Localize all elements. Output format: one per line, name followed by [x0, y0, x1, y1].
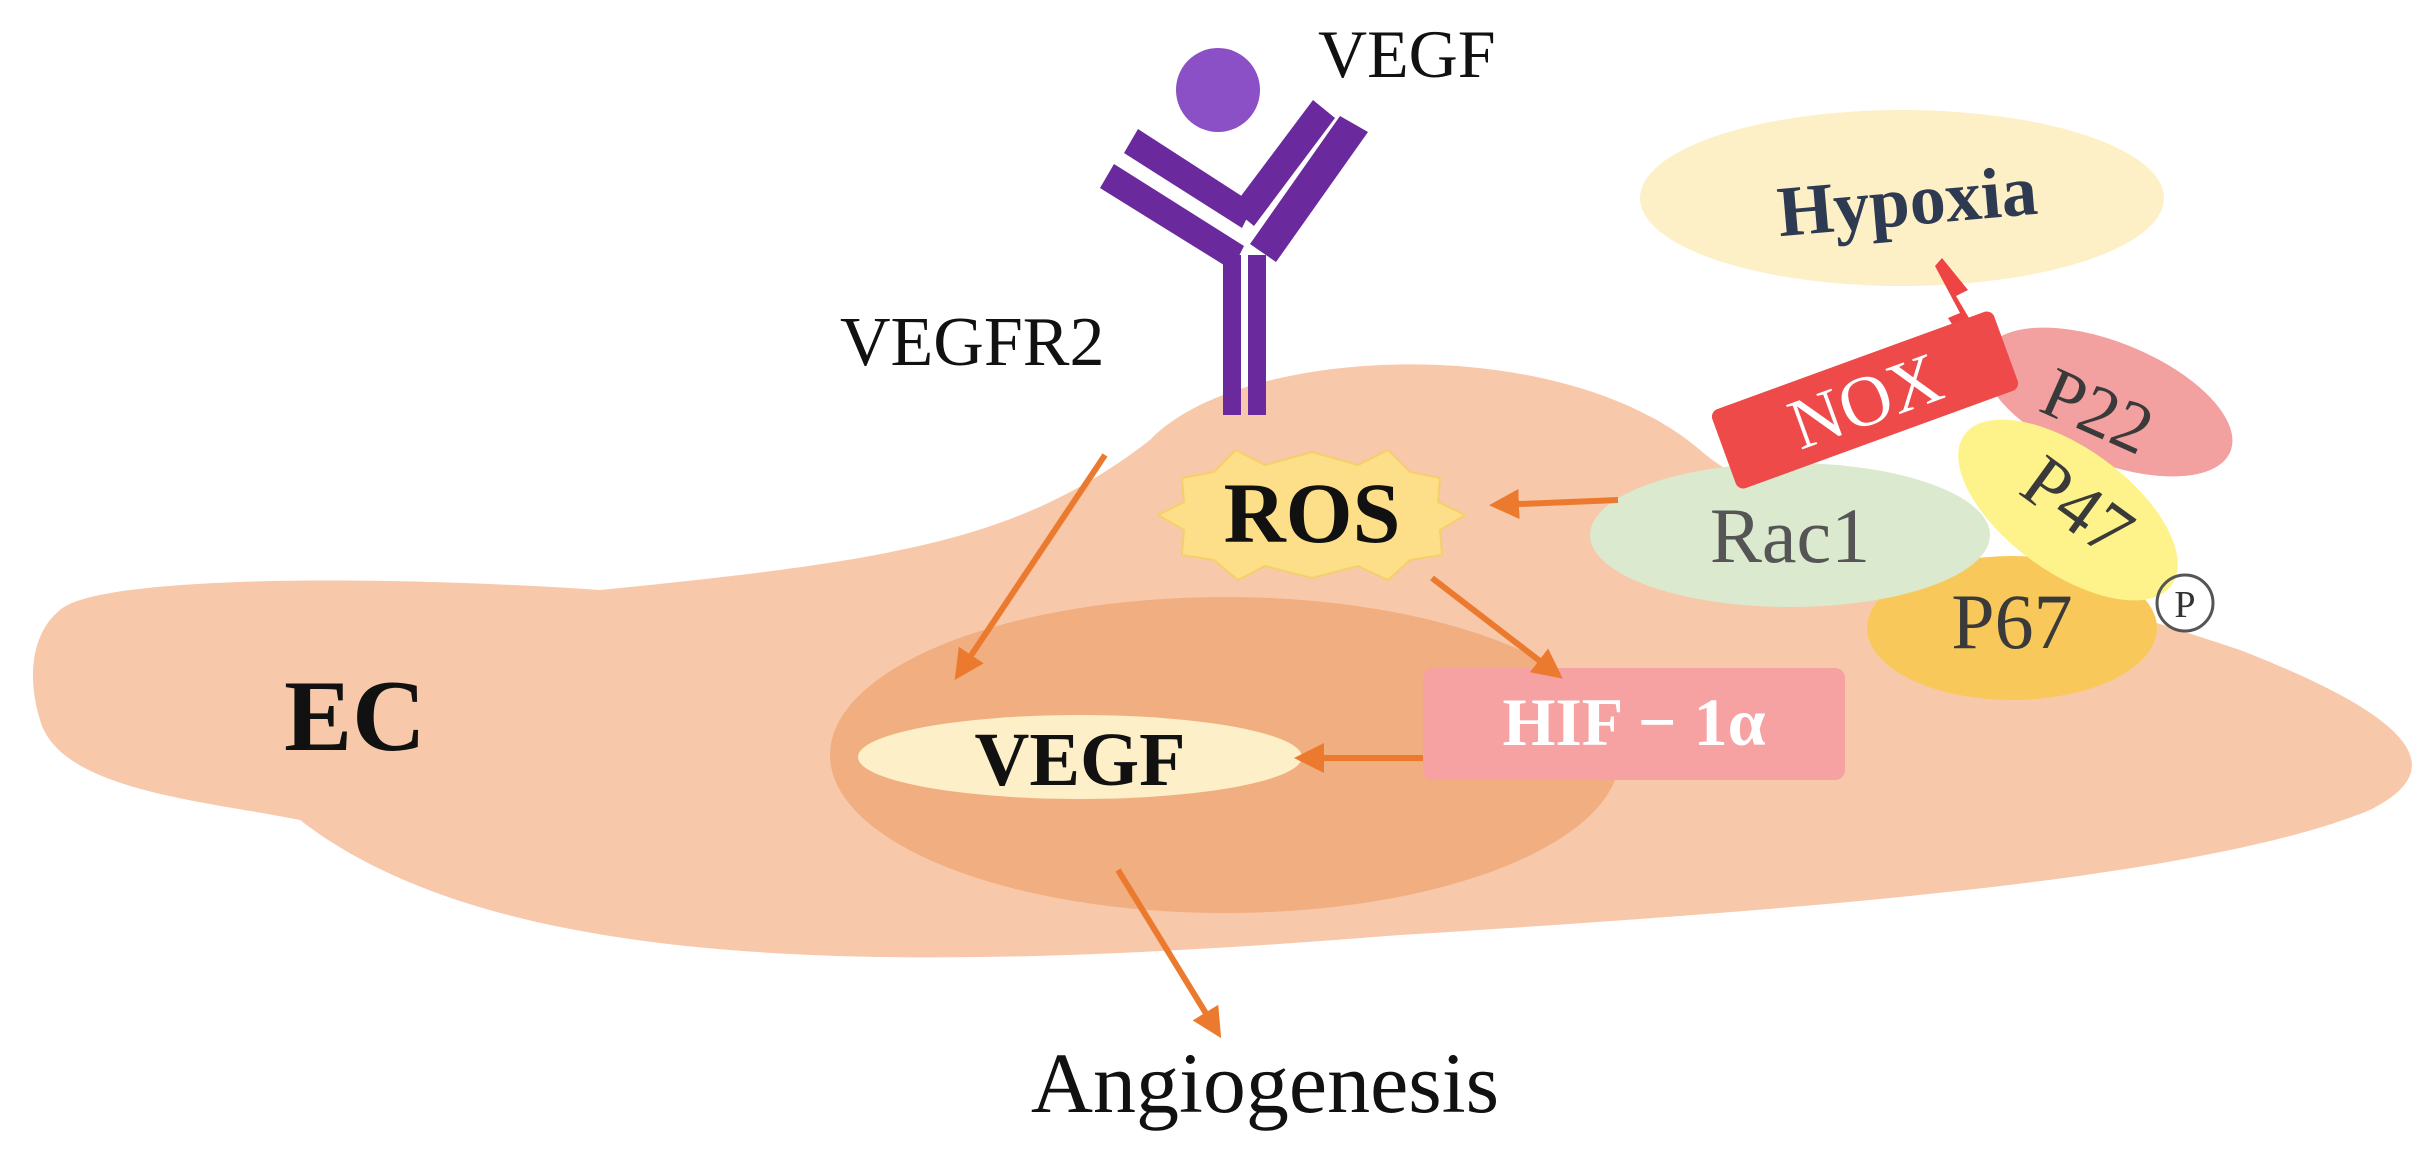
phosphate-icon: P	[2155, 573, 2215, 633]
p47-subunit	[1958, 419, 2178, 601]
arrow-vegf-to-angiogenesis	[1115, 868, 1222, 1039]
vegf-gene-label: VEGF	[974, 718, 1185, 802]
hypoxia-bubble	[1640, 110, 2164, 286]
vegfr2-label: VEGFR2	[840, 304, 1104, 381]
arrow-rac1-to-ros	[1489, 489, 1619, 520]
endothelial-cell-label: EC	[284, 660, 426, 773]
vegf-ligand-icon	[1176, 48, 1260, 132]
svg-text:P: P	[2174, 584, 2195, 626]
p22-subunit	[1983, 327, 2233, 477]
rac1-label: Rac1	[1710, 492, 1870, 579]
vegf-ligand-label: VEGF	[1318, 16, 1496, 92]
p67-label: P67	[1951, 578, 2072, 665]
hif-1a-box	[1423, 668, 1845, 780]
angiogenesis-label: Angiogenesis	[1031, 1035, 1499, 1131]
hif-1a-label: HIF − 1α	[1502, 684, 1765, 760]
arrows	[954, 453, 1619, 1039]
p67-subunit	[1867, 556, 2157, 700]
ros-burst	[1155, 448, 1468, 582]
arrow-vegfr2-to-vegf	[954, 453, 1108, 680]
rac1-subunit	[1590, 463, 1990, 607]
vegfr2-receptor-icon	[1100, 100, 1368, 415]
vegf-gene-oval	[858, 715, 1302, 799]
arrow-ros-to-hif	[1430, 575, 1563, 679]
ros-label: ROS	[1224, 465, 1401, 561]
